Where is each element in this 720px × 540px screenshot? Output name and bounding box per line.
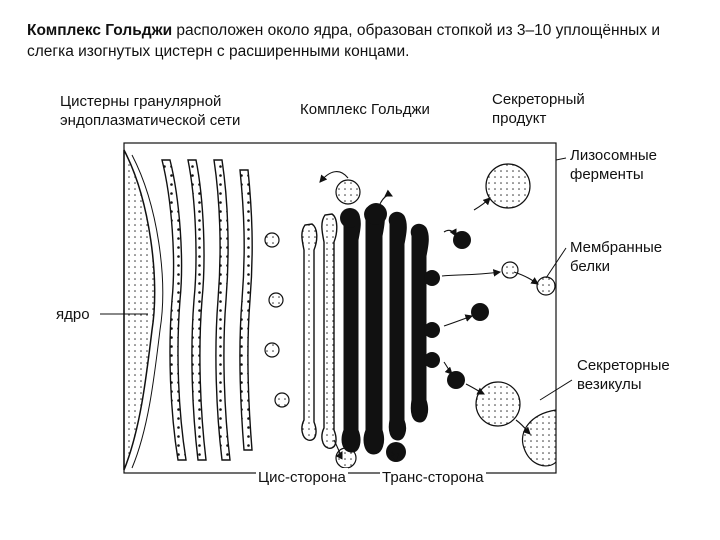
cis-vesicle-top bbox=[335, 179, 361, 205]
released-vesicles bbox=[447, 231, 489, 389]
arrows bbox=[319, 171, 539, 462]
secretory-granules bbox=[475, 163, 556, 427]
label-vesicles: Секреторные везикулы bbox=[577, 356, 670, 394]
label-secretory-product: Секреторный продукт bbox=[492, 90, 585, 128]
er-cisterna-3 bbox=[213, 159, 231, 461]
budding-vesicles bbox=[340, 203, 440, 462]
trans-cisternae bbox=[341, 204, 429, 455]
label-er: Цистерны гранулярной эндоплазматической … bbox=[60, 92, 240, 130]
trans-cisterna-4 bbox=[410, 223, 429, 423]
trans-cisterna-3 bbox=[388, 211, 407, 441]
label-secretory-product-line2: продукт bbox=[492, 110, 547, 127]
trans-cisterna-2 bbox=[363, 204, 385, 455]
label-vesicles-line1: Секреторные bbox=[577, 357, 670, 374]
label-lysosomal: Лизосомные ферменты bbox=[570, 146, 657, 184]
label-membrane-line2: белки bbox=[570, 258, 610, 275]
label-nucleus: ядро bbox=[56, 306, 90, 323]
transport-vesicles bbox=[264, 232, 290, 408]
leader-lines bbox=[100, 157, 573, 401]
label-vesicles-line2: везикулы bbox=[577, 376, 642, 393]
intro-rest: расположен около ядра, образован стопкой… bbox=[27, 22, 660, 60]
label-membrane-line1: Мембранные bbox=[570, 239, 663, 256]
label-secretory-product-line1: Секреторный bbox=[492, 91, 585, 108]
label-trans: Транс-сторона bbox=[380, 468, 486, 487]
er-cisterna-4 bbox=[239, 169, 253, 451]
cis-cisternae bbox=[301, 213, 338, 449]
label-golgi: Комплекс Гольджи bbox=[300, 101, 430, 118]
er-cisterna-1 bbox=[161, 159, 187, 461]
intro-term: Комплекс Гольджи bbox=[27, 22, 173, 39]
label-er-line1: Цистерны гранулярной bbox=[60, 93, 222, 110]
cis-cisterna-2 bbox=[321, 213, 338, 449]
label-membrane: Мембранные белки bbox=[570, 238, 662, 276]
intro-text: Комплекс Гольджи расположен около ядра, … bbox=[27, 20, 697, 62]
label-lysosomal-line2: ферменты bbox=[570, 166, 644, 183]
er-cisterna-2 bbox=[187, 159, 207, 461]
label-er-line2: эндоплазматической сети bbox=[60, 112, 241, 129]
label-cis: Цис-сторона bbox=[256, 468, 348, 487]
er-cisternae bbox=[161, 159, 253, 461]
trans-cisterna-1 bbox=[341, 210, 361, 453]
nucleus-envelope bbox=[131, 154, 164, 469]
cis-cisterna-1 bbox=[301, 223, 318, 441]
label-lysosomal-line1: Лизосомные bbox=[570, 147, 658, 164]
exocytosis-bulge bbox=[522, 409, 557, 467]
nucleus bbox=[123, 149, 156, 471]
